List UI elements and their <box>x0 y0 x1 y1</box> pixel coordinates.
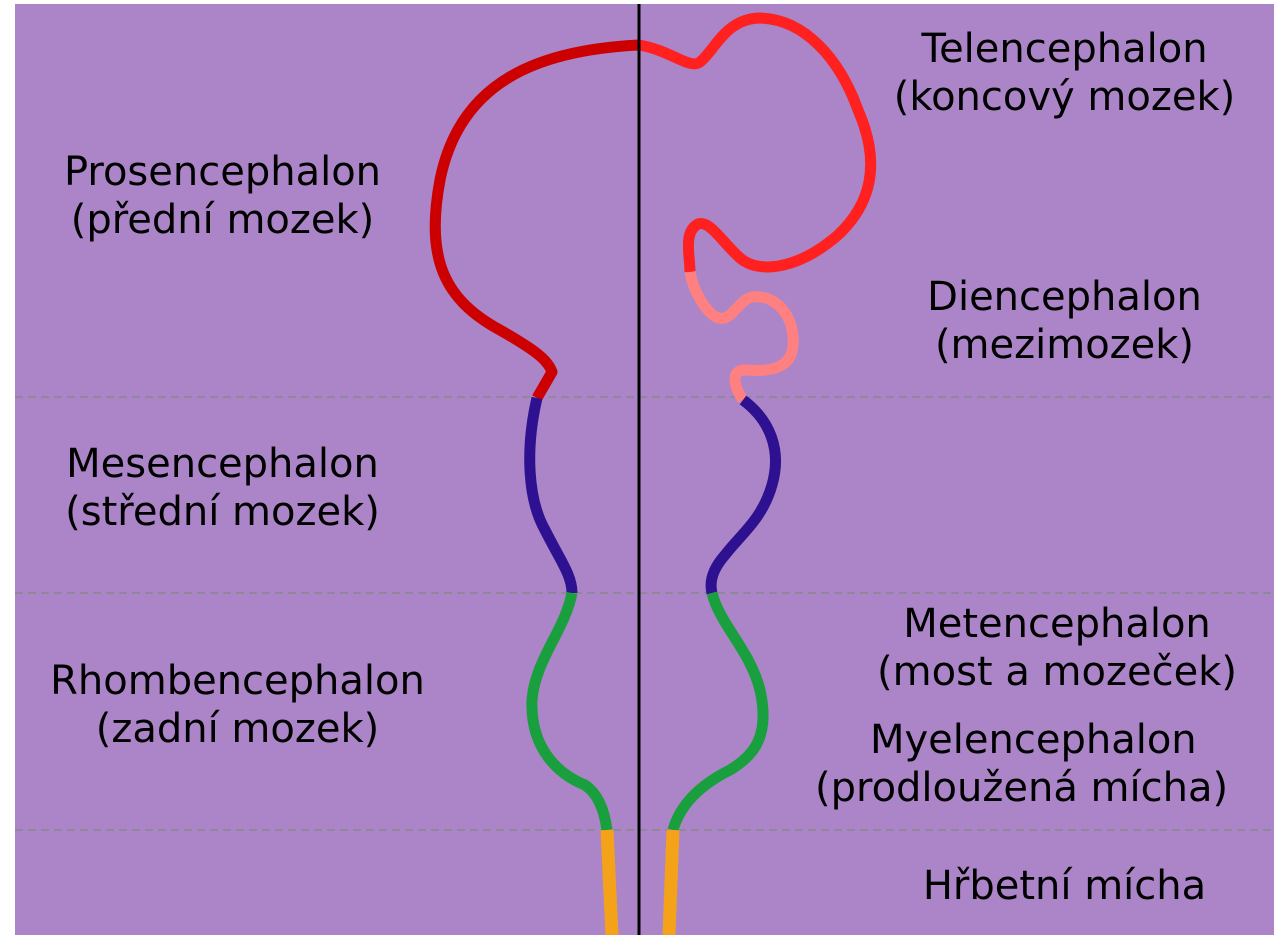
label-metencephalon-translation: (most a mozeček) <box>840 648 1274 696</box>
label-telencephalon-translation: (koncový mozek) <box>855 73 1274 121</box>
mesencephalon-wall-left <box>530 398 572 593</box>
label-telencephalon-name: Telencephalon <box>855 25 1274 73</box>
label-mesencephalon-translation: (střední mozek) <box>20 488 425 536</box>
label-myelencephalon-name: Myelencephalon <box>815 716 1274 764</box>
label-rhombencephalon: Rhombencephalon (zadní mozek) <box>15 657 460 753</box>
label-prosencephalon-translation: (přední mozek) <box>20 196 425 244</box>
label-spinal-cord-name: Hřbetní mícha <box>855 862 1274 910</box>
label-prosencephalon-name: Prosencephalon <box>20 148 425 196</box>
label-rhombencephalon-name: Rhombencephalon <box>15 657 460 705</box>
label-telencephalon: Telencephalon (koncový mozek) <box>855 25 1274 121</box>
label-diencephalon-name: Diencephalon <box>855 273 1274 321</box>
spinal-cord-wall-right <box>669 830 673 935</box>
mesencephalon-wall-right <box>711 400 775 593</box>
rhombencephalon-wall-left <box>532 593 607 830</box>
telencephalon-wall <box>639 18 871 272</box>
label-rhombencephalon-translation: (zadní mozek) <box>15 705 460 753</box>
label-prosencephalon: Prosencephalon (přední mozek) <box>20 148 425 244</box>
label-metencephalon-name: Metencephalon <box>840 600 1274 648</box>
label-spinal-cord: Hřbetní mícha <box>855 862 1274 910</box>
label-myelencephalon: Myelencephalon (prodloužená mícha) <box>815 716 1274 812</box>
diencephalon-wall <box>690 272 793 400</box>
spinal-cord-wall-left <box>607 830 612 935</box>
label-myelencephalon-translation: (prodloužená mícha) <box>815 764 1274 812</box>
rhombencephalon-wall-right <box>673 593 763 830</box>
prosencephalon-wall <box>435 45 639 398</box>
label-mesencephalon: Mesencephalon (střední mozek) <box>20 440 425 536</box>
label-diencephalon-translation: (mezimozek) <box>855 321 1274 369</box>
label-metencephalon: Metencephalon (most a mozeček) <box>840 600 1274 696</box>
label-mesencephalon-name: Mesencephalon <box>20 440 425 488</box>
label-diencephalon: Diencephalon (mezimozek) <box>855 273 1274 369</box>
